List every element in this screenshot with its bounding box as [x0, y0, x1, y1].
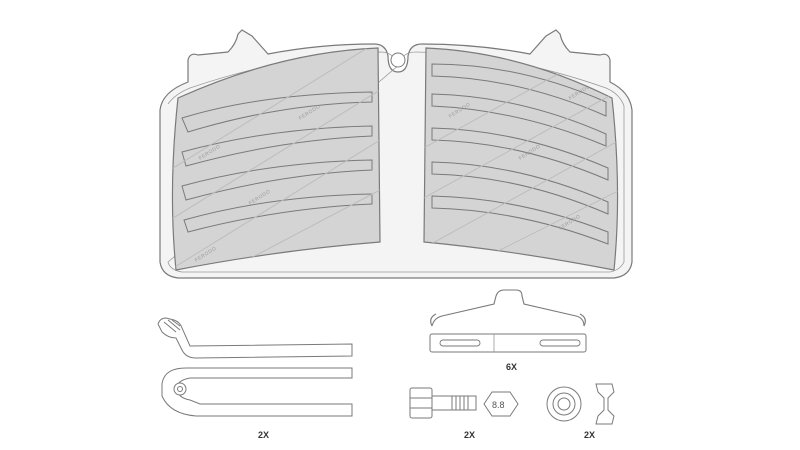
centre-notch: [390, 52, 406, 68]
bolt-quantity: 2X: [464, 430, 475, 440]
hex-nut: 8.8: [483, 391, 519, 417]
bushing: [546, 383, 615, 425]
sensor-quantity: 2X: [258, 430, 269, 440]
brake-pad: FERODO FERODO FERODO FERODO FERODO FEROD…: [159, 29, 633, 279]
friction-slots-left: [181, 91, 373, 233]
friction-segment-left: [171, 47, 381, 271]
friction-segment-right: [423, 47, 619, 271]
retaining-spring: [430, 289, 586, 327]
nut-marking: 8.8: [492, 400, 505, 410]
retaining-plate: [429, 333, 587, 353]
bushing-quantity: 2X: [584, 430, 595, 440]
wear-sensor-straight: [157, 317, 353, 359]
friction-slots-right: [431, 63, 609, 245]
bolt: [409, 387, 477, 419]
wear-sensor-looped: [161, 367, 353, 417]
spring-quantity: 6X: [506, 362, 517, 372]
